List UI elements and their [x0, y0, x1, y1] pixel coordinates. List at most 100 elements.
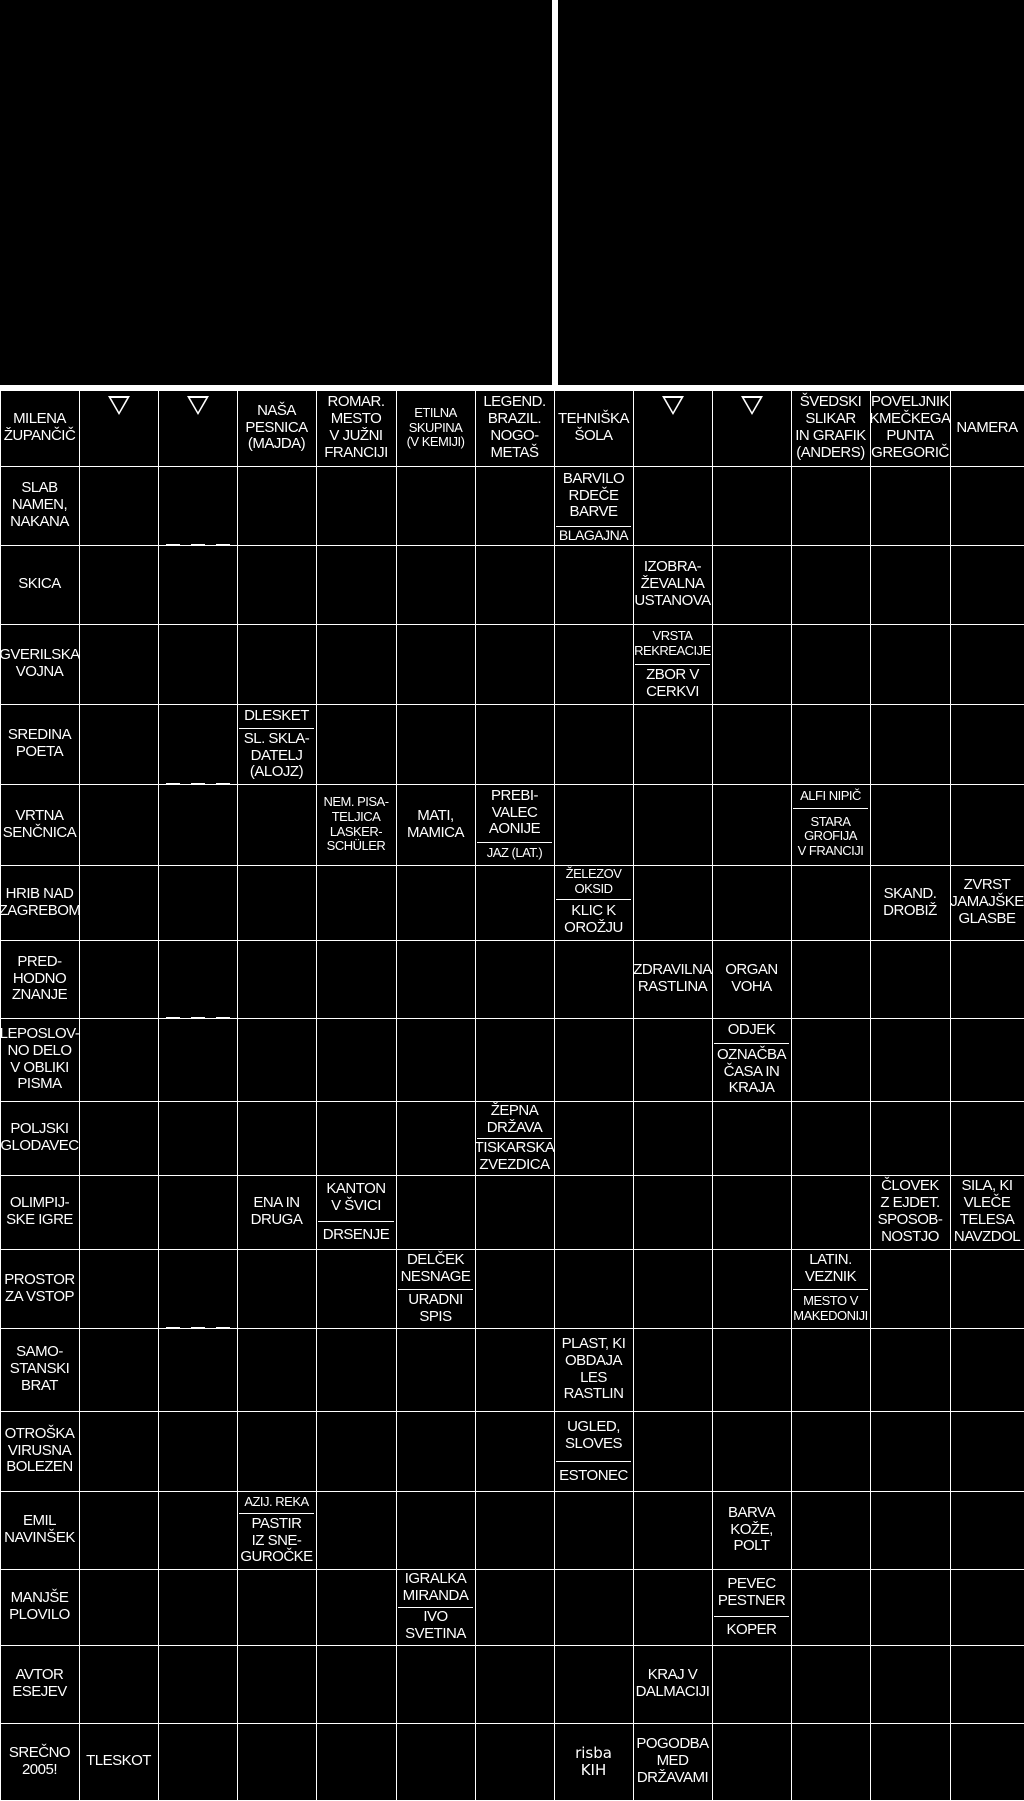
grid-cell: [237, 1018, 317, 1102]
clue-text: IGRALKA MIRANDA: [402, 1570, 469, 1604]
clue-text: ENA IN DRUGA: [250, 1194, 303, 1228]
photo-left: [0, 0, 552, 385]
grid-cell: [158, 1411, 238, 1492]
grid-cell: [475, 1569, 555, 1646]
clue-text: PROSTOR ZA VSTOP: [4, 1270, 75, 1305]
clue-text: DELČEK NESNAGE: [400, 1251, 471, 1285]
grid-cell: [158, 545, 238, 625]
grid-cell: [791, 940, 871, 1019]
clue-text: SKAND. DROBIŽ: [883, 884, 937, 919]
grid-cell: [791, 390, 871, 467]
grid-cell: [316, 1249, 397, 1329]
grid-cell: [554, 390, 634, 467]
grid-cell: [870, 1101, 951, 1176]
grid-cell: [712, 704, 792, 785]
grid-cell: [633, 1101, 713, 1176]
grid-cell: [475, 390, 555, 467]
grid-cell: [316, 1411, 397, 1492]
grid-cell: [396, 1328, 476, 1412]
clue-text: BARVA KOŽE, POLT: [728, 1503, 775, 1555]
grid-cell: [633, 1175, 713, 1250]
grid-cell: [633, 704, 713, 785]
grid-cell: [950, 1723, 1024, 1801]
clue-text: SKICA: [18, 575, 61, 593]
clue-divider: [556, 1461, 631, 1462]
grid-cell: [712, 1411, 792, 1492]
clue-divider: [714, 1616, 789, 1617]
grid-cell: [554, 1018, 634, 1102]
grid-cell: [237, 1491, 317, 1570]
clue-divider: [793, 808, 868, 809]
grid-cell: [950, 1018, 1024, 1102]
grid-cell: [950, 940, 1024, 1019]
grid-cell: [554, 704, 634, 785]
clue-text: SL. SKLA- DATELJ (ALOJZ): [243, 729, 310, 781]
grid-cell: [950, 390, 1024, 467]
grid-cell: [79, 1491, 159, 1570]
grid-cell: [158, 940, 238, 1019]
clue-text: ORGAN VOHA: [725, 961, 778, 995]
clue-text: ESTONEC: [559, 1466, 628, 1484]
hidden-word-dash: [191, 544, 205, 546]
clue-text: DLESKET: [244, 706, 309, 724]
grid-cell: [396, 940, 476, 1019]
grid-cell: [237, 1175, 317, 1250]
hidden-word-dash: [166, 783, 180, 785]
grid-cell: [79, 545, 159, 625]
grid-cell: [633, 1018, 713, 1102]
clue-text: SREČNO 2005!: [8, 1743, 71, 1778]
clue-text: LATIN. VEZNIK: [804, 1251, 857, 1285]
hidden-word-dash: [191, 783, 205, 785]
clue-divider: [477, 842, 552, 843]
grid-cell: [950, 624, 1024, 705]
grid-cell: [950, 1491, 1024, 1570]
grid-cell: [316, 624, 397, 705]
grid-cell: [950, 1411, 1024, 1492]
hidden-word-dash: [216, 1327, 230, 1329]
hidden-word-dash: [166, 1017, 180, 1019]
grid-cell: [791, 1101, 871, 1176]
clue-text: GVERILSKA VOJNA: [0, 646, 79, 680]
clue-text: DRSENJE: [322, 1225, 390, 1243]
clue-text: OTROŠKA VIRUSNA BOLEZEN: [4, 1424, 75, 1476]
grid-cell: [870, 545, 951, 625]
grid-cell: [237, 545, 317, 625]
grid-cell: [950, 466, 1024, 546]
grid-cell: [475, 624, 555, 705]
grid-cell: [158, 1018, 238, 1102]
grid-cell: [316, 1569, 397, 1646]
grid-cell: [870, 865, 951, 941]
clue-text: BLAGAJNA: [558, 526, 629, 543]
grid-cell: [0, 1018, 80, 1102]
clue-text: AVTOR ESEJEV: [12, 1666, 67, 1700]
clue-text: ODJEK: [727, 1021, 776, 1039]
grid-cell: [79, 704, 159, 785]
grid-cell: [79, 1328, 159, 1412]
grid-cell: [316, 390, 397, 467]
clue-divider: [239, 1513, 314, 1514]
grid-cell: [79, 1411, 159, 1492]
grid-cell: [712, 784, 792, 866]
grid-cell: [950, 1569, 1024, 1646]
grid-cell: [475, 1018, 555, 1102]
grid-cell: [554, 784, 634, 866]
grid-cell: [554, 545, 634, 625]
clue-text: ZBOR V CERKVI: [646, 666, 699, 700]
clue-text: TEHNIŠKA ŠOLA: [557, 410, 630, 444]
clue-text: TISKARSKA ZVEZDICA: [475, 1138, 554, 1173]
grid-cell: [237, 1101, 317, 1176]
clue-text: ŠVEDSKI SLIKAR IN GRAFIK (ANDERS): [795, 393, 866, 461]
grid-cell: [0, 466, 80, 546]
grid-cell: [237, 624, 317, 705]
clue-text: PREBI- VALEC AONIJE: [488, 786, 541, 838]
grid-cell: [79, 1249, 159, 1329]
grid-cell: [712, 1175, 792, 1250]
clue-text: PLAST, KI OBDAJA LES RASTLIN: [561, 1334, 626, 1403]
grid-cell: [791, 1328, 871, 1412]
clue-text: SAMO- STANSKI BRAT: [9, 1343, 70, 1394]
clue-text: MANJŠE PLOVILO: [9, 1589, 70, 1623]
clue-text: PRED- HODNO ZNANJE: [11, 952, 68, 1004]
grid-cell: [554, 624, 634, 705]
grid-cell: [396, 1101, 476, 1176]
grid-cell: [712, 1723, 792, 1801]
